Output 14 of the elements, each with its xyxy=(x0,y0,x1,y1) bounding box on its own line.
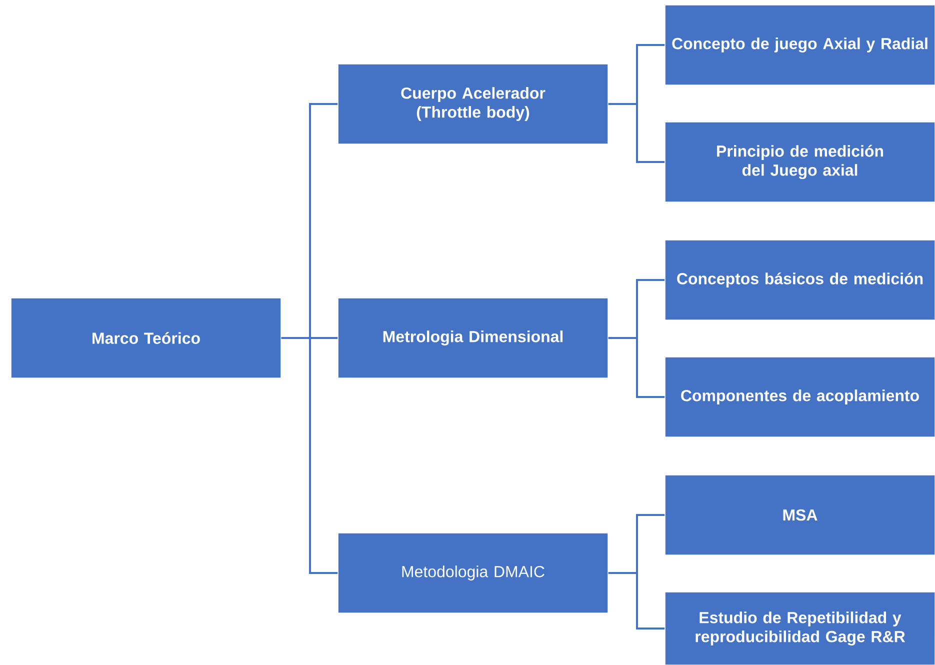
connector-line xyxy=(281,337,338,574)
topic-box: Marco Teórico xyxy=(10,298,282,378)
connector-line xyxy=(608,337,665,398)
topic-box: MSA xyxy=(664,474,935,556)
topic-box: Principio de medición del Juego axial xyxy=(664,122,935,202)
topic-box: Metodologia DMAIC xyxy=(338,532,608,614)
topic-box: Estudio de Repetibilidad y reproducibilidad Gage R&R xyxy=(664,592,935,665)
topic-box: Componentes de acoplamiento xyxy=(664,356,935,438)
topic-box: Metrologia Dimensional xyxy=(338,298,608,378)
connector-line xyxy=(608,572,665,630)
connector-line xyxy=(608,103,665,163)
topic-box: Cuerpo Acelerador (Throttle body) xyxy=(338,64,608,144)
topic-box: Concepto de juego Axial y Radial xyxy=(664,4,935,86)
topic-box: Conceptos básicos de medición xyxy=(664,240,935,320)
